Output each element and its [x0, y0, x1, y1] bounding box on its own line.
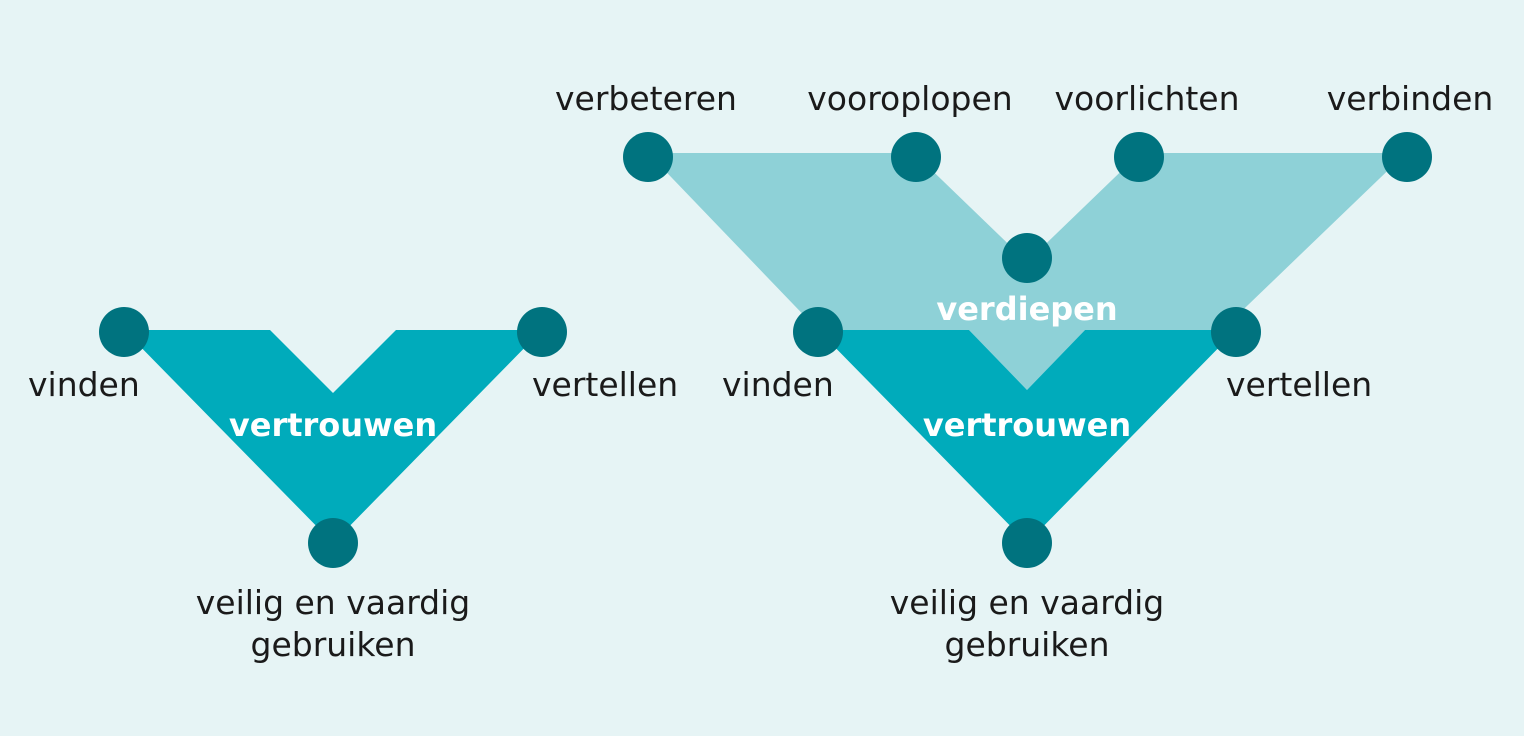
right-label-vinden: vinden	[722, 365, 834, 404]
right-label-vertellen: vertellen	[1226, 365, 1372, 404]
right-bottom-label-line2: gebruiken	[945, 625, 1110, 664]
left-v-diagram: vertrouwen vinden vertellen veilig en va…	[28, 307, 678, 664]
right-v-diagram: verbeteren vooroplopen voorlichten verbi…	[555, 79, 1493, 664]
left-label-vertellen: vertellen	[532, 365, 678, 404]
right-node-verbinden	[1382, 132, 1432, 182]
left-trust-shape	[124, 330, 542, 543]
left-node-vinden	[99, 307, 149, 357]
right-trust-shape	[818, 330, 1236, 543]
right-top-label-verbinden: verbinden	[1327, 79, 1494, 118]
left-label-vinden: vinden	[28, 365, 140, 404]
right-node-bottom	[1002, 518, 1052, 568]
left-center-label: vertrouwen	[229, 406, 437, 444]
right-top-label-verbeteren: verbeteren	[555, 79, 737, 118]
right-node-vinden	[793, 307, 843, 357]
right-bottom-label-line1: veilig en vaardig	[890, 583, 1165, 622]
left-bottom-label-line1: veilig en vaardig	[196, 583, 471, 622]
right-lower-center-label: vertrouwen	[923, 406, 1131, 444]
left-node-bottom	[308, 518, 358, 568]
right-node-voorlichten	[1114, 132, 1164, 182]
right-node-verdiepen	[1002, 233, 1052, 283]
right-top-label-voorlichten: voorlichten	[1054, 79, 1239, 118]
left-node-vertellen	[517, 307, 567, 357]
right-node-verbeteren	[623, 132, 673, 182]
right-node-vertellen	[1211, 307, 1261, 357]
right-node-vooroplopen	[891, 132, 941, 182]
right-top-label-vooroplopen: vooroplopen	[807, 79, 1012, 118]
left-bottom-label-line2: gebruiken	[251, 625, 416, 664]
right-upper-center-label: verdiepen	[936, 290, 1117, 328]
